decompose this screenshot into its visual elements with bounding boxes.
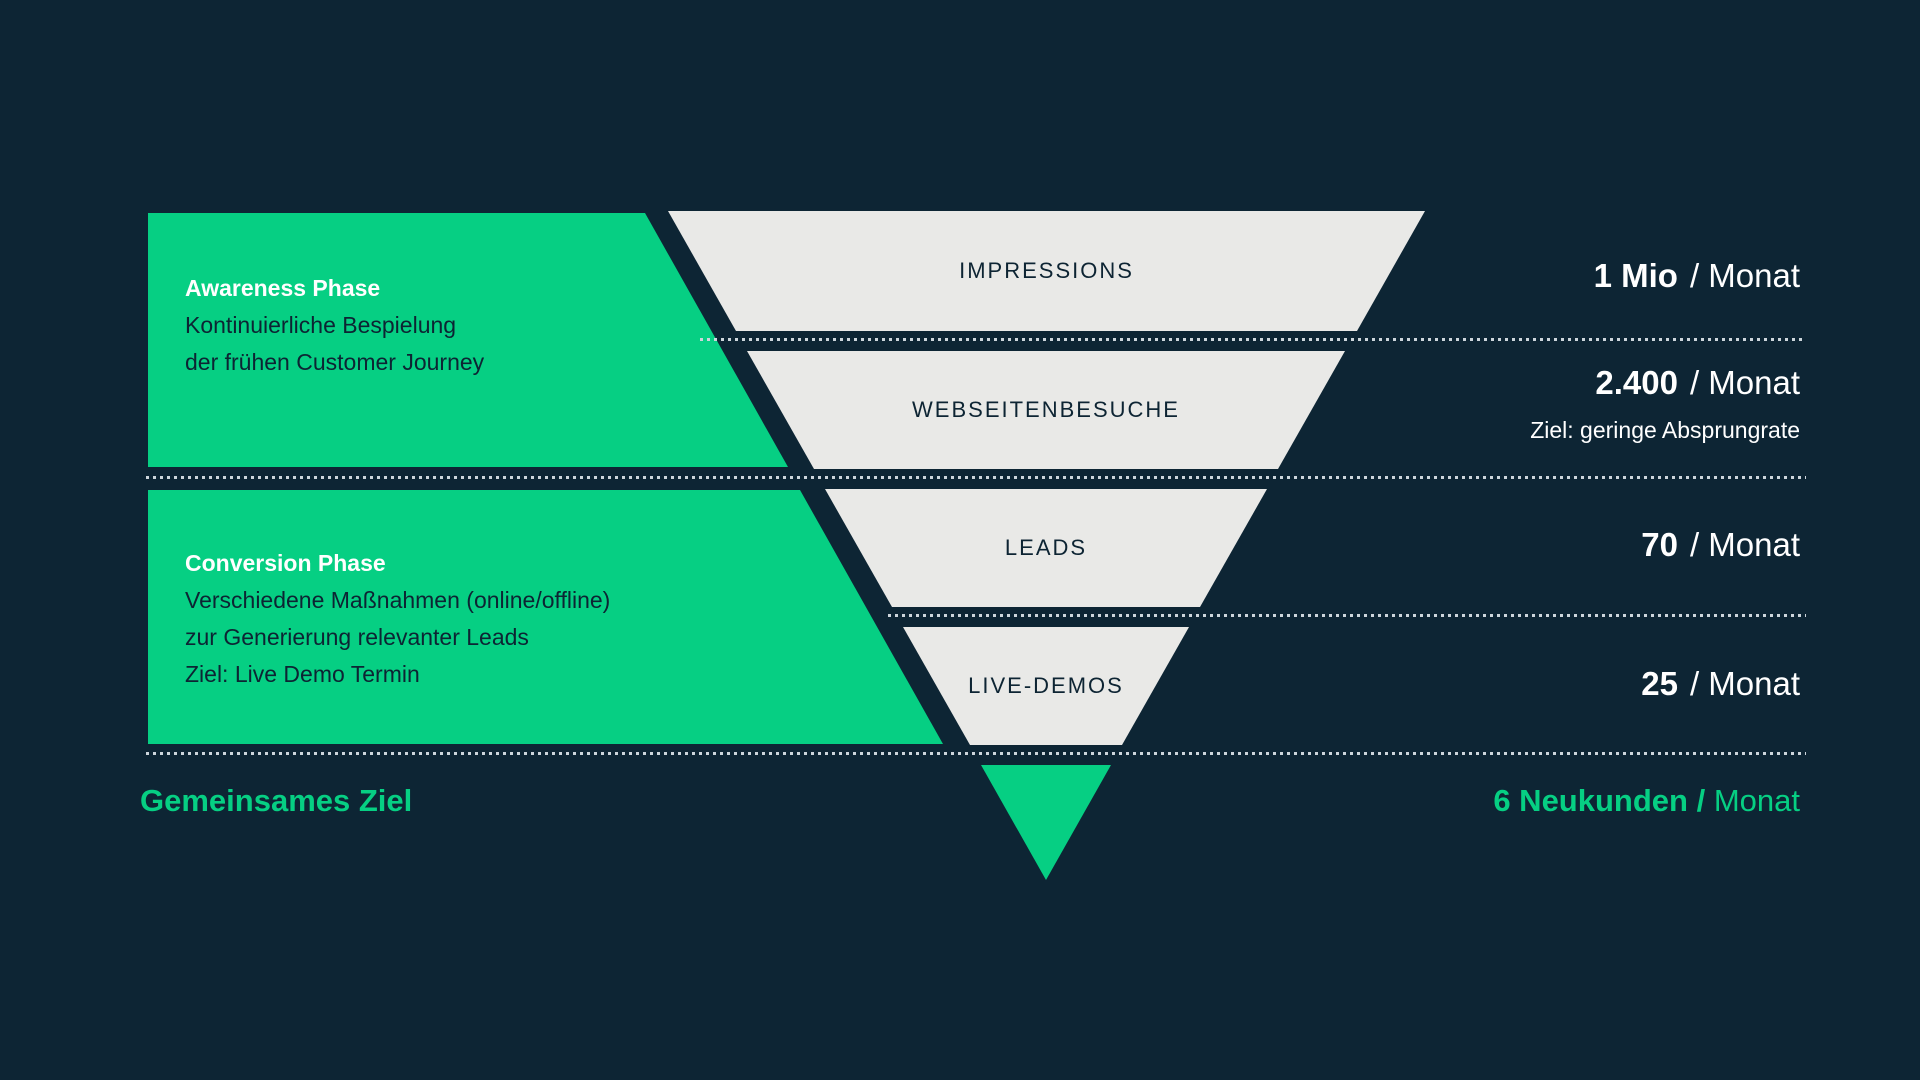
metric-webseitenbesuche: 2.400 / Monat (1595, 363, 1800, 403)
metric-leads: 70 / Monat (1641, 525, 1800, 565)
funnel-stage-label: IMPRESSIONS (959, 258, 1134, 283)
conversion-phase-line: zur Generierung relevanter Leads (185, 624, 529, 650)
awareness-phase-title: Awareness Phase (185, 275, 381, 301)
funnel-stage-label: WEBSEITENBESUCHE (912, 397, 1180, 422)
metric-value: 25 (1641, 665, 1678, 702)
metric-value: 70 (1641, 526, 1678, 563)
metric-unit: / Monat (1689, 364, 1800, 401)
metric-unit: / Monat (1689, 526, 1800, 563)
metric-impressions: 1 Mio / Monat (1594, 256, 1800, 296)
metric-value: 2.400 (1595, 364, 1678, 401)
conversion-phase-text: Conversion Phase Verschiedene Maßnahmen … (185, 545, 610, 693)
metric-unit: / Monat (1689, 257, 1800, 294)
awareness-phase-text: Awareness Phase Kontinuierliche Bespielu… (185, 270, 484, 381)
goal-value-number: 6 Neukunden / (1493, 783, 1706, 818)
dotted-separator-1 (700, 338, 1806, 341)
dotted-separator-4 (146, 752, 1806, 755)
funnel-stage-label: LIVE-DEMOS (968, 673, 1124, 698)
funnel-stage-leads: LEADS (825, 489, 1267, 607)
conversion-phase-line: Verschiedene Maßnahmen (online/offline) (185, 587, 611, 613)
metric-note-absprungrate: Ziel: geringe Absprungrate (1530, 417, 1800, 443)
dotted-separator-3 (888, 614, 1806, 617)
funnel-stage-live-demos: LIVE-DEMOS (903, 627, 1189, 745)
funnel-tip-triangle (981, 765, 1111, 880)
funnel-stage-webseitenbesuche: WEBSEITENBESUCHE (747, 351, 1345, 469)
conversion-phase-block (148, 490, 943, 744)
awareness-phase-line: der frühen Customer Journey (185, 349, 485, 375)
goal-value-unit: Monat (1713, 783, 1800, 818)
funnel-stage-impressions: IMPRESSIONS (668, 211, 1425, 331)
dotted-separator-2 (146, 476, 1806, 479)
funnel-stage-label: LEADS (1004, 535, 1088, 560)
goal-value: 6 Neukunden / Monat (1493, 781, 1800, 821)
goal-label: Gemeinsames Ziel (140, 783, 413, 818)
metric-unit: / Monat (1689, 665, 1800, 702)
metric-value: 1 Mio (1593, 257, 1678, 294)
conversion-phase-line: Ziel: Live Demo Termin (185, 661, 420, 687)
awareness-phase-line: Kontinuierliche Bespielung (185, 312, 457, 338)
metric-live-demos: 25 / Monat (1641, 664, 1800, 704)
conversion-phase-title: Conversion Phase (185, 550, 386, 576)
